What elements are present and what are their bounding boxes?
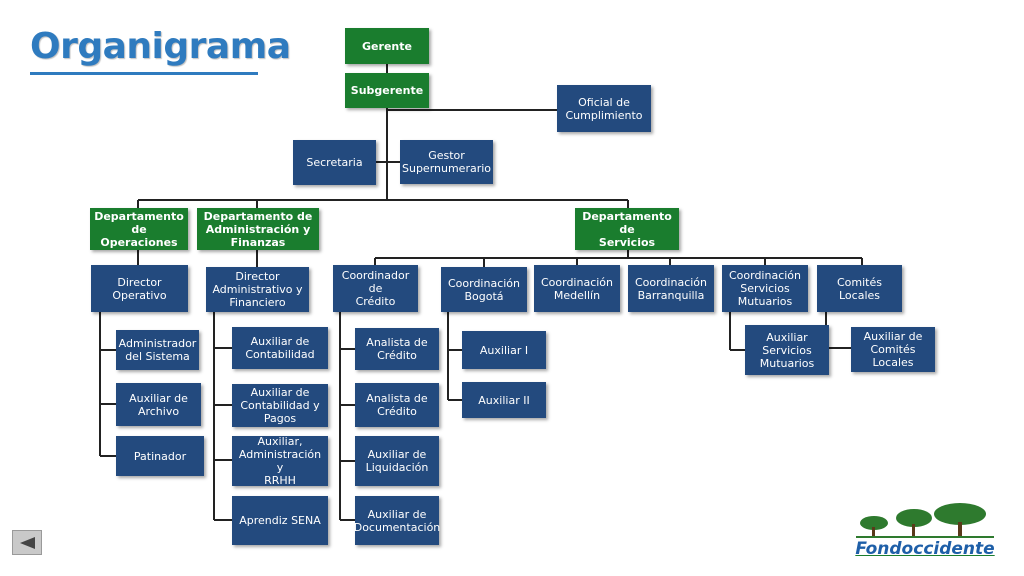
title-underline xyxy=(30,72,258,75)
box-subgerente: Subgerente xyxy=(345,73,429,108)
box-auxiliar-documentacion: Auxiliar de Documentación xyxy=(354,496,440,545)
box-director-administrativo: Director Administrativo y Financiero xyxy=(206,267,309,312)
box-auxiliar-2: Auxiliar II xyxy=(462,382,546,418)
box-auxiliar-contabilidad-pagos: Auxiliar de Contabilidad y Pagos xyxy=(232,384,328,427)
box-gerente: Gerente xyxy=(345,28,429,64)
box-auxiliar-servicios-mutuarios: Auxiliar Servicios Mutuarios xyxy=(745,325,829,375)
box-dept-administracion: Departamento de Administración y Finanza… xyxy=(197,208,319,250)
previous-slide-button[interactable] xyxy=(12,530,42,555)
box-director-operativo: Director Operativo xyxy=(91,265,188,312)
triangle-left-icon xyxy=(20,536,35,549)
box-dept-servicios: Departamento de Servicios xyxy=(575,208,679,250)
box-coordinacion-bogota: Coordinación Bogotá xyxy=(441,267,527,312)
box-auxiliar-liquidacion: Auxiliar de Liquidación xyxy=(355,436,439,486)
box-oficial-cumplimiento: Oficial de Cumplimiento xyxy=(557,85,651,132)
box-auxiliar-administracion-rrhh: Auxiliar, Administración y RRHH xyxy=(232,435,328,487)
box-auxiliar-archivo: Auxiliar de Archivo xyxy=(116,383,201,426)
box-auxiliar-1: Auxiliar I xyxy=(462,331,546,369)
logo-text: Fondoccidente xyxy=(855,539,995,559)
box-analista-credito-2: Analista de Crédito xyxy=(355,383,439,427)
box-dept-operaciones: Departamento de Operaciones xyxy=(90,208,188,250)
fondoccidente-logo: Fondoccidente xyxy=(852,503,998,559)
box-auxiliar-comites-locales: Auxiliar de Comités Locales xyxy=(851,327,935,372)
slide-title: Organigrama xyxy=(30,26,291,67)
box-coordinacion-medellin: Coordinación Medellín xyxy=(534,265,620,312)
box-aprendiz-sena: Aprendiz SENA xyxy=(232,496,328,545)
box-administrador-sistema: Administrador del Sistema xyxy=(116,330,199,370)
box-gestor-supernumerario: Gestor Supernumerario xyxy=(400,140,493,184)
box-analista-credito-1: Analista de Crédito xyxy=(355,328,439,370)
trees-icon xyxy=(856,503,994,538)
box-auxiliar-contabilidad: Auxiliar de Contabilidad xyxy=(232,327,328,369)
box-secretaria: Secretaria xyxy=(293,140,376,185)
box-patinador: Patinador xyxy=(116,436,204,476)
box-comites-locales: Comités Locales xyxy=(817,265,902,312)
box-coordinacion-mutuarios: Coordinación Servicios Mutuarios xyxy=(722,265,808,312)
box-coordinador-credito: Coordinador de Crédito xyxy=(333,265,418,312)
box-coordinacion-barranquilla: Coordinación Barranquilla xyxy=(628,265,714,312)
